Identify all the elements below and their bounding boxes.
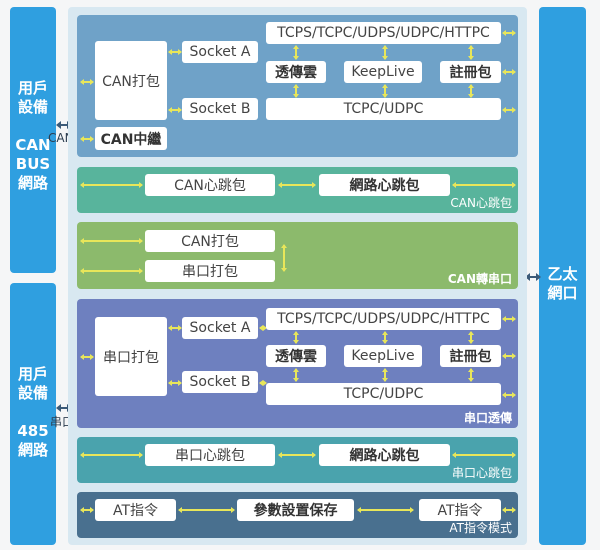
arrow [468,45,474,60]
arrow [502,107,516,113]
arrow [278,182,316,188]
arrow [468,368,474,382]
register-packet-box: 註冊包 [440,61,501,83]
column-line: CAN [15,136,51,154]
user-device-485-column: 用戶 設備 485 網路 [10,283,56,545]
arrow [80,136,94,142]
can-transparent-panel: CAN打包 CAN中繼 Socket A Socket B TCPS/TCPC/… [77,15,518,157]
can-packet-box: CAN打包 [95,41,167,120]
arrow [80,507,94,513]
arrow [80,238,143,244]
keeplive-box: KeepLive [344,61,422,83]
arrow [502,30,516,36]
arrow [468,84,474,98]
arrow [502,69,516,75]
arrow [168,107,182,113]
panel-title: CAN心跳包 [450,196,512,210]
arrow [168,49,182,55]
arrow [502,353,516,359]
at-mode-panel: AT指令 參數設置保存 AT指令 AT指令模式 [77,492,518,538]
tcpc-udpc-box: TCPC/UDPC [266,98,501,120]
arrow [80,268,143,274]
arrow [382,45,388,60]
at-command-box-left: AT指令 [95,499,176,521]
network-heartbeat-box: 網路心跳包 [319,174,450,196]
arrow [293,45,299,60]
column-line: 乙太 [547,265,578,283]
column-line: BUS [15,155,51,173]
arrow [80,79,94,85]
protocols-box: TCPS/TCPC/UDPS/UDPC/HTTPC [266,308,501,330]
ethernet-column: 乙太 網口 [539,7,586,545]
can-packet-box: CAN打包 [145,230,275,252]
arrow [502,316,516,322]
arrow [468,331,474,344]
arrow [259,325,267,331]
arrow [357,507,414,513]
column-line: 網路 [17,441,48,459]
arrow [382,84,388,98]
network-heartbeat-box: 網路心跳包 [319,444,450,466]
column-line: 485 [17,422,49,440]
arrow [80,354,94,360]
serial-packet-box: 串口打包 [95,317,167,396]
column-label: 用戶 設備 CAN BUS 網路 [10,79,56,193]
arrow [259,380,267,386]
column-line: 用戶 [17,79,48,97]
column-line: 設備 [17,98,48,116]
can-heartbeat-panel: CAN心跳包 網路心跳包 CAN心跳包 [77,167,518,213]
column-line: 網口 [547,284,578,302]
panel-title: 串口透傳 [463,411,512,425]
column-line: 設備 [17,384,48,402]
arrow [452,182,516,188]
at-command-box-right: AT指令 [419,499,501,521]
can-interface-label: CAN [48,131,74,145]
arrow [168,325,182,331]
column-label: 乙太 網口 [539,265,586,303]
column-line: 用戶 [17,365,48,383]
arrow [168,380,182,386]
arrow [502,507,516,513]
socket-a-box: Socket A [182,41,258,63]
ethernet-interface-arrow [525,273,541,281]
socket-a-box: Socket A [182,317,258,339]
socket-b-box: Socket B [182,98,258,120]
arrow [281,244,287,272]
socket-b-box: Socket B [182,371,258,393]
arrow [293,368,299,382]
column-label: 用戶 設備 485 網路 [10,365,56,460]
serial-packet-box: 串口打包 [145,260,275,282]
panel-title: AT指令模式 [449,521,512,535]
arrow [278,452,316,458]
arrow [452,452,516,458]
panel-title: 串口心跳包 [451,466,512,480]
column-line: 網路 [17,174,48,192]
tcpc-udpc-box: TCPC/UDPC [266,383,501,405]
param-save-box: 參數設置保存 [237,499,354,521]
can-to-serial-panel: CAN打包 串口打包 CAN轉串口 [77,222,518,289]
arrow [293,84,299,98]
arrow [502,392,516,398]
protocols-box: TCPS/TCPC/UDPS/UDPC/HTTPC [266,22,501,44]
arrow [382,368,388,382]
transparent-cloud-box: 透傳雲 [266,345,326,367]
arrow [80,182,143,188]
keeplive-box: KeepLive [344,345,422,367]
panel-title: CAN轉串口 [447,272,512,286]
serial-transparent-panel: 串口打包 Socket A Socket B TCPS/TCPC/UDPS/UD… [77,299,518,428]
can-heartbeat-box: CAN心跳包 [145,174,275,196]
arrow [293,331,299,344]
serial-heartbeat-box: 串口心跳包 [145,444,275,466]
serial-heartbeat-panel: 串口心跳包 網路心跳包 串口心跳包 [77,437,518,483]
transparent-cloud-box: 透傳雲 [266,61,326,83]
arrow [382,331,388,344]
arrow [80,452,143,458]
user-device-can-column: 用戶 設備 CAN BUS 網路 [10,7,56,273]
can-relay-box: CAN中繼 [95,127,167,150]
arrow [178,507,235,513]
register-packet-box: 註冊包 [440,345,501,367]
